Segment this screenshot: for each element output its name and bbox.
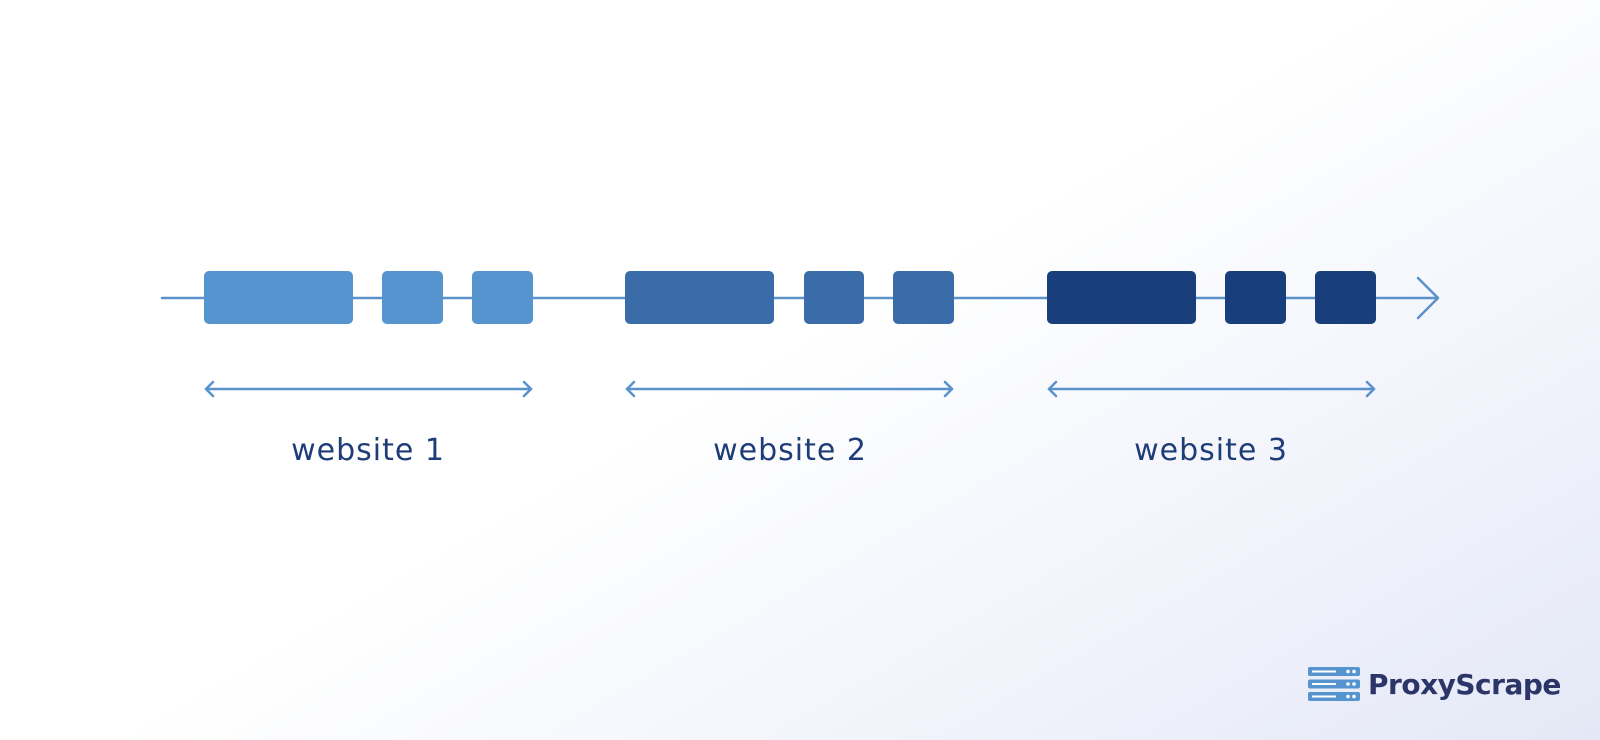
request-block-short [472, 271, 533, 324]
brand-logo: ProxyScrape [1308, 666, 1561, 702]
span-arrow [1047, 380, 1376, 398]
brand-name: ProxyScrape [1368, 667, 1561, 701]
span-arrow [625, 380, 954, 398]
request-block-long [1047, 271, 1196, 324]
request-block-long [204, 271, 353, 324]
request-block-short [382, 271, 443, 324]
request-block-short [893, 271, 954, 324]
timeline-arrowhead [1416, 276, 1440, 320]
request-block-short [1225, 271, 1286, 324]
website-label: website 3 [1134, 433, 1288, 468]
website-label: website 2 [713, 433, 867, 468]
website-group-2: website 2 [625, 271, 954, 468]
website-group-1: website 1 [204, 271, 533, 468]
website-group-3: website 3 [1047, 271, 1376, 468]
request-block-short [804, 271, 864, 324]
request-block-long [625, 271, 774, 324]
server-stack-icon [1308, 667, 1360, 701]
span-arrow [204, 380, 533, 398]
request-block-short [1315, 271, 1376, 324]
website-label: website 1 [291, 433, 445, 468]
